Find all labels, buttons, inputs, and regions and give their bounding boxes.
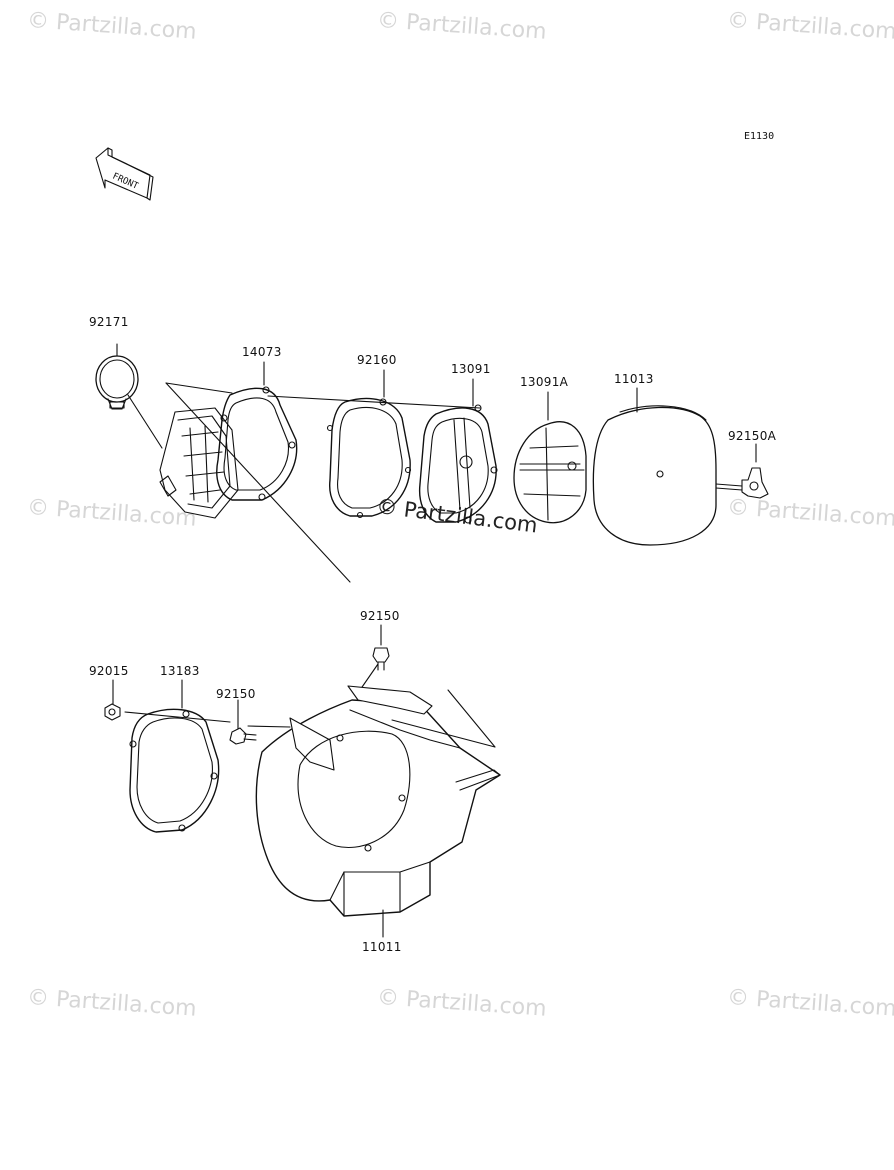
part-label-13183[interactable]: 13183 <box>160 664 200 678</box>
front-arrow-icon: FRONT <box>95 147 154 201</box>
part-label-92160[interactable]: 92160 <box>357 353 397 367</box>
air-filter-11013 <box>592 405 717 546</box>
gasket-92160 <box>326 397 412 519</box>
airbox-housing <box>159 407 239 519</box>
diagram-code: E1130 <box>744 131 775 142</box>
holder-13091 <box>418 404 498 524</box>
part-label-92015[interactable]: 92015 <box>89 664 129 678</box>
clamp-92171 <box>95 343 139 410</box>
part-label-92150-top[interactable]: 92150 <box>360 609 400 623</box>
airbox-11011 <box>255 685 501 917</box>
part-label-14073[interactable]: 14073 <box>242 345 282 359</box>
part-label-11011[interactable]: 11011 <box>362 940 402 954</box>
part-label-13091A[interactable]: 13091A <box>520 375 569 389</box>
part-label-13091[interactable]: 13091 <box>451 362 491 376</box>
wing-bolt-92150A <box>715 467 769 499</box>
bolt-92150-mid <box>229 727 257 745</box>
part-label-92150-mid[interactable]: 92150 <box>216 687 256 701</box>
part-label-92150A[interactable]: 92150A <box>728 429 777 443</box>
part-label-11013[interactable]: 11013 <box>614 372 654 386</box>
part-label-92171[interactable]: 92171 <box>89 315 129 329</box>
frame-14073 <box>216 386 298 501</box>
nut-92015 <box>104 703 121 721</box>
cage-13091A <box>513 421 587 524</box>
gasket-13183 <box>129 708 220 833</box>
bolt-92150-top <box>372 647 390 671</box>
